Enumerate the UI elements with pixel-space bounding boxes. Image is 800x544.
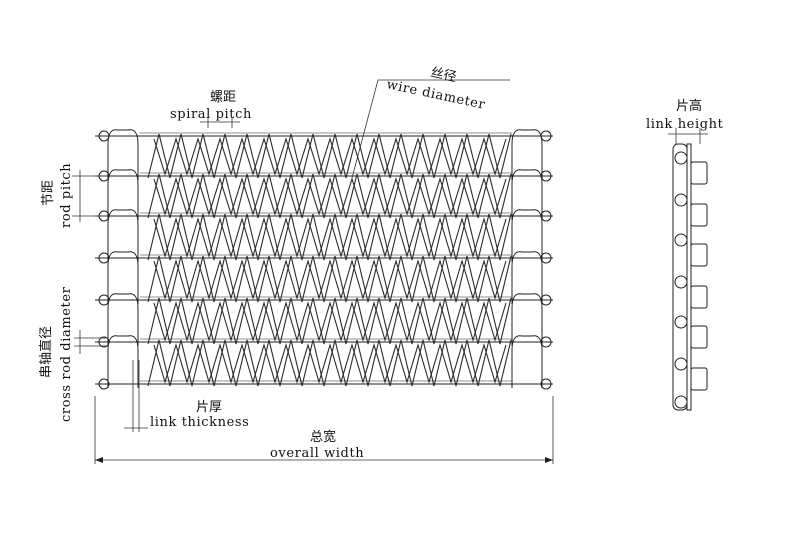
spiral-wire [147, 133, 512, 179]
spiral-wire [147, 255, 512, 303]
wire-diameter-label: wire diameter [385, 77, 487, 113]
wire-diameter-label-cn: 丝径 [429, 65, 458, 85]
rod-end [540, 336, 552, 348]
rod-end [98, 130, 110, 142]
overall-width-label: overall width [270, 446, 364, 461]
edge-link-right [511, 129, 543, 180]
side-rod [674, 395, 688, 409]
belt-side-view [672, 143, 708, 411]
side-link-tab [690, 203, 708, 227]
link-thickness-label-cn: 片厚 [196, 400, 222, 415]
rod-end [540, 130, 552, 142]
edge-link-left [107, 335, 139, 388]
spiral-wire [147, 297, 512, 345]
spiral-wire [153, 259, 507, 300]
edge-link-right [511, 169, 543, 220]
spiral-wire [153, 343, 507, 384]
edge-link-left [107, 129, 139, 180]
link-height-label-cn: 片高 [676, 98, 702, 114]
edge-link-right [511, 209, 543, 262]
spiral-wire [153, 301, 507, 342]
rod-end [540, 252, 552, 264]
rod-end [98, 252, 110, 264]
side-rod [674, 275, 688, 289]
side-link-tab [690, 325, 708, 349]
rod-end [98, 378, 110, 390]
rod-end [98, 294, 110, 306]
link-height-label: link height [646, 117, 724, 132]
side-link-tab [690, 367, 708, 391]
belt-front-view [95, 129, 553, 390]
edge-link-right [511, 251, 543, 304]
spiral-wire [147, 213, 512, 261]
rod-end [98, 336, 110, 348]
dimension-lines [72, 79, 708, 464]
cross-rod-diameter-label: cross rod diameter [59, 286, 74, 422]
side-rod [674, 233, 688, 247]
rod-end [540, 210, 552, 222]
edge-link-right [511, 293, 543, 346]
edge-link-left [107, 209, 139, 262]
rod-pitch-label-cn: 节距 [41, 180, 56, 206]
rod-pitch-label: rod pitch [59, 163, 74, 228]
rod-end [540, 294, 552, 306]
link-thickness-label: link thickness [150, 415, 249, 430]
side-link-tab [690, 243, 708, 267]
overall-width-label-cn: 总宽 [310, 429, 336, 445]
side-rod [674, 151, 688, 165]
edge-link-left [107, 293, 139, 346]
spiral-wire [147, 339, 512, 387]
edge-link-left [107, 169, 139, 220]
rod-end [540, 378, 552, 390]
spiral-wire [153, 177, 507, 216]
side-rod [674, 193, 688, 207]
side-rod [674, 357, 688, 371]
side-link-tab [690, 285, 708, 309]
spiral-pitch-label: spiral pitch [170, 107, 252, 122]
spiral-wire [147, 173, 512, 219]
spiral-wire [153, 137, 507, 176]
spiral-pitch-label-cn: 螺距 [210, 90, 236, 105]
edge-link-right [511, 335, 543, 388]
spiral-wire [153, 217, 507, 258]
side-plate [686, 143, 692, 411]
side-link-tab [690, 161, 708, 185]
rod-end [540, 170, 552, 182]
cross-rod-diameter-label-cn: 串轴直径 [39, 326, 54, 378]
side-rod [674, 315, 688, 329]
edge-link-left [107, 251, 139, 304]
